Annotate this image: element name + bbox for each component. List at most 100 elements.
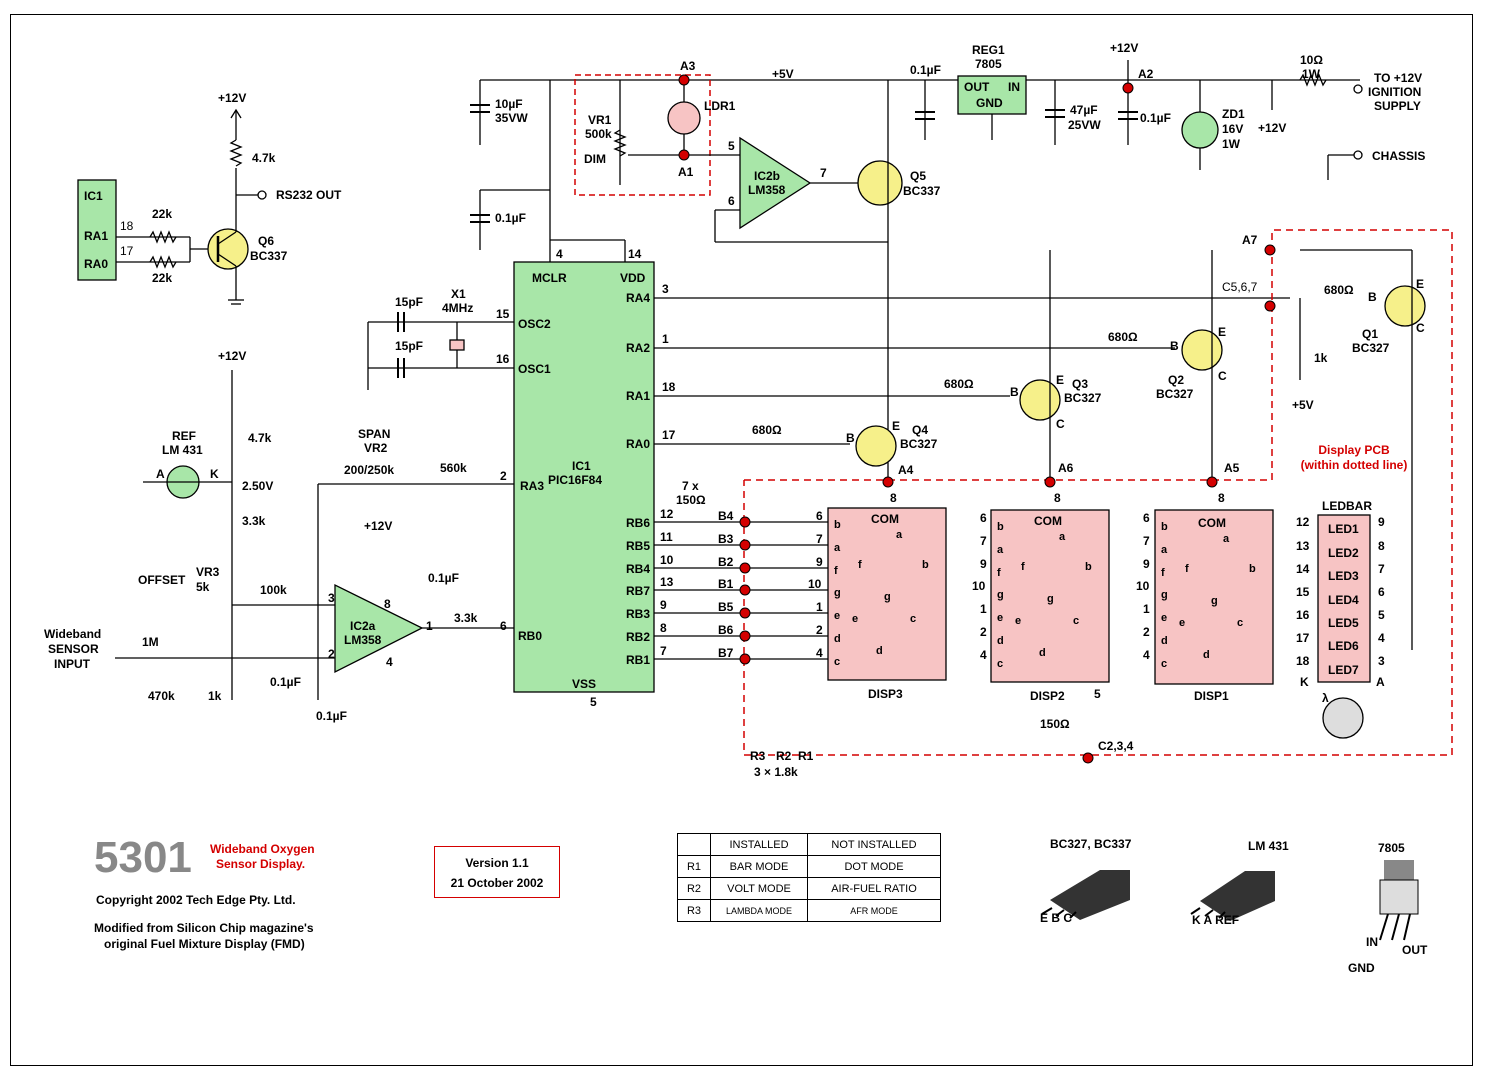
config-cell: VOLT MODE <box>710 877 808 900</box>
r3x-label: 3 × 1.8k <box>754 765 798 779</box>
led-lpin-12: 12 <box>1296 515 1310 529</box>
r22k-a-label: 22k <box>152 207 173 221</box>
wideband-label-2: SENSOR <box>48 642 99 656</box>
a2-label: A2 <box>1138 67 1154 81</box>
rs232-label: RS232 OUT <box>276 188 342 202</box>
ref-pinout-label: LM 431 <box>1248 839 1289 853</box>
led-a-label: A <box>1376 675 1385 689</box>
disp3-pin2: 2 <box>816 623 823 637</box>
table-row: R2 VOLT MODE AIR-FUEL RATIO <box>677 877 941 900</box>
ic2a-pin8-label: 8 <box>384 597 391 611</box>
q1-c-label: C <box>1416 321 1425 335</box>
p12v-a-label: +12V <box>218 91 247 105</box>
led2-label: LED2 <box>1328 546 1359 560</box>
q5-label: Q5 <box>910 169 927 183</box>
regulator-pinout-label: 7805 <box>1378 841 1405 855</box>
disp1-seg-c: c <box>1161 658 1168 670</box>
r680-4-label: 680Ω <box>752 423 782 437</box>
b1-label: B1 <box>718 577 734 591</box>
lm358-b-label: LM358 <box>748 183 786 197</box>
q6-type-label: BC337 <box>250 249 288 263</box>
offset-label: OFFSET <box>138 573 186 587</box>
rb-pin-12: 12 <box>660 507 674 521</box>
vr1-label: VR1 <box>588 113 612 127</box>
r1k-q1-label: 1k <box>1314 351 1328 365</box>
config-header-cell <box>677 833 711 856</box>
a4-label: A4 <box>898 463 914 477</box>
ic2a-label: IC2a <box>350 619 376 633</box>
disp2-inner-f: f <box>1021 561 1025 573</box>
disp3-seg-f: f <box>834 565 838 577</box>
vr1-value-label: 500k <box>585 127 612 141</box>
r680-1-label: 680Ω <box>1324 283 1354 297</box>
p5v-b-label: +5V <box>1292 398 1314 412</box>
modified-text-1: Modified from Silicon Chip magazine's <box>94 921 314 935</box>
cap01u-f-label: 0.1µF <box>316 709 347 723</box>
b7-label: B7 <box>718 646 734 660</box>
led-rpin-8: 8 <box>1378 539 1385 553</box>
b2-label: B2 <box>718 555 734 569</box>
config-cell: AFR MODE <box>807 899 941 922</box>
a7-label: A7 <box>1242 233 1258 247</box>
q4-e-label: E <box>892 419 901 433</box>
led-rpin-7: 7 <box>1378 562 1385 576</box>
pin6-label: 6 <box>728 194 735 208</box>
q3-e-label: E <box>1056 373 1065 387</box>
transistor-pinout-icon <box>1041 870 1130 920</box>
disp2-seg-c: c <box>997 658 1004 670</box>
r22k-b-label: 22k <box>152 271 173 285</box>
config-table: INSTALLED NOT INSTALLED R1 BAR MODE DOT … <box>677 833 941 922</box>
rb5-label: RB5 <box>626 539 651 553</box>
lm358-a-label: LM358 <box>344 633 382 647</box>
q4-label: Q4 <box>912 423 929 437</box>
disp2-seg-d: d <box>997 635 1004 647</box>
r4k7-b-label: 4.7k <box>248 431 272 445</box>
vr3-value-label: 5k <box>196 580 210 594</box>
q2-b-label: B <box>1170 339 1179 353</box>
led-rpin-3: 3 <box>1378 654 1385 668</box>
r10-label: 10Ω <box>1300 53 1323 67</box>
disp1-inner-a: a <box>1223 533 1230 545</box>
cap01u-b-label: 0.1µF <box>910 63 941 77</box>
lambda-label: λ <box>1322 691 1329 705</box>
p12v-e-label: +12V <box>364 519 393 533</box>
zd1-v-label: 16V <box>1222 122 1244 136</box>
disp1-seg-f: f <box>1161 567 1165 579</box>
config-header-not-installed: NOT INSTALLED <box>807 833 941 856</box>
vss-label: VSS <box>572 677 597 691</box>
disp2-inner-b: b <box>1085 561 1092 573</box>
cap10u-b-label: 35VW <box>495 111 528 125</box>
disp1-pin6: 6 <box>1143 511 1150 525</box>
regulator-in-label: IN <box>1366 935 1378 949</box>
disp3-seg-d: d <box>834 633 841 645</box>
ign1-label: TO +12V <box>1374 71 1423 85</box>
disp2-pin8: 8 <box>1054 491 1061 505</box>
pin5-label: 5 <box>728 139 735 153</box>
span-label: SPAN <box>358 427 391 441</box>
r2-label: R2 <box>776 749 792 763</box>
disp2-seg-e: e <box>997 612 1004 624</box>
disp1-pin9: 9 <box>1143 557 1150 571</box>
ref-k-label: K <box>210 467 219 481</box>
r560k-label: 560k <box>440 461 467 475</box>
pin7-label: 7 <box>820 166 827 180</box>
led-lpin-13: 13 <box>1296 539 1310 553</box>
b6-label: B6 <box>718 623 734 637</box>
p5v-label: +5V <box>772 67 794 81</box>
ic1-ra1-label: RA1 <box>84 229 109 243</box>
chassis-label: CHASSIS <box>1372 149 1426 163</box>
r100k-label: 100k <box>260 583 287 597</box>
led-rpin-9: 9 <box>1378 515 1385 529</box>
table-row: R3 LAMBDA MODE AFR MODE <box>677 899 941 922</box>
r680-3-label: 680Ω <box>944 377 974 391</box>
zd1-label: ZD1 <box>1222 107 1245 121</box>
osc1-label: OSC1 <box>518 362 551 376</box>
q4-type-label: BC327 <box>900 437 938 451</box>
disp3-seg-c: c <box>834 656 841 668</box>
project-number: 5301 <box>94 833 192 882</box>
x1-freq-label: 4MHz <box>442 301 474 315</box>
cap01u-e-label: 0.1µF <box>270 675 301 689</box>
ref-a-label: A <box>156 467 165 481</box>
disp2-inner-e: e <box>1015 615 1022 627</box>
